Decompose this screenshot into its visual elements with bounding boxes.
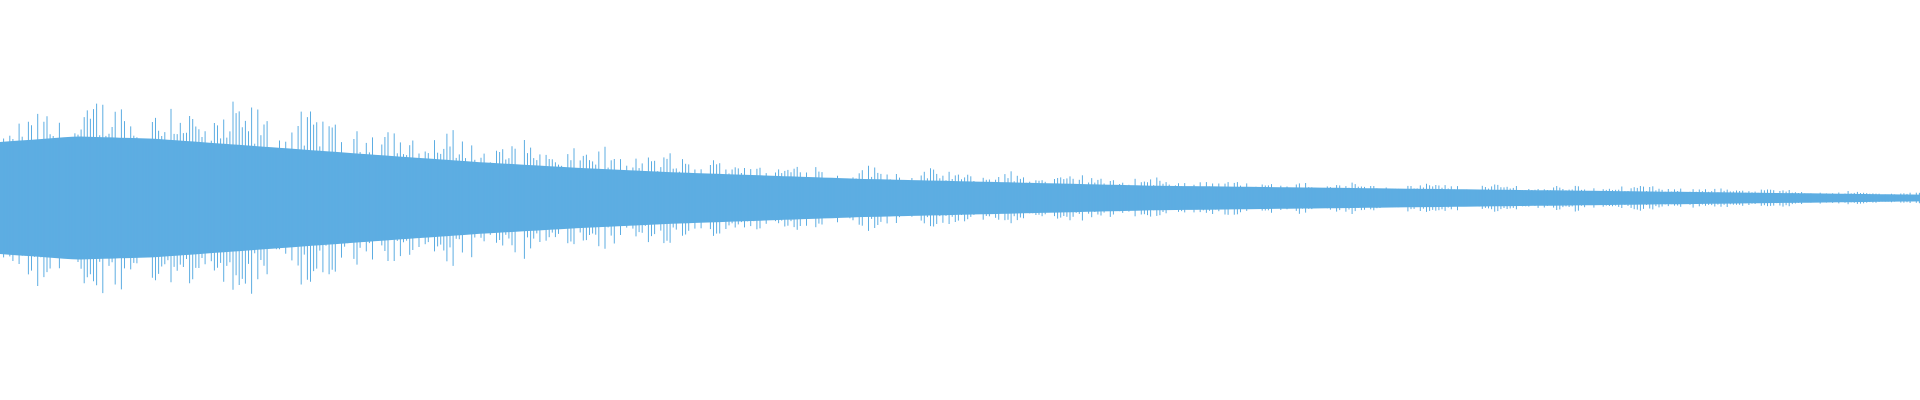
waveform-body-area [0,136,1920,260]
waveform-strokes [0,101,1920,294]
waveform-body [0,136,1920,260]
